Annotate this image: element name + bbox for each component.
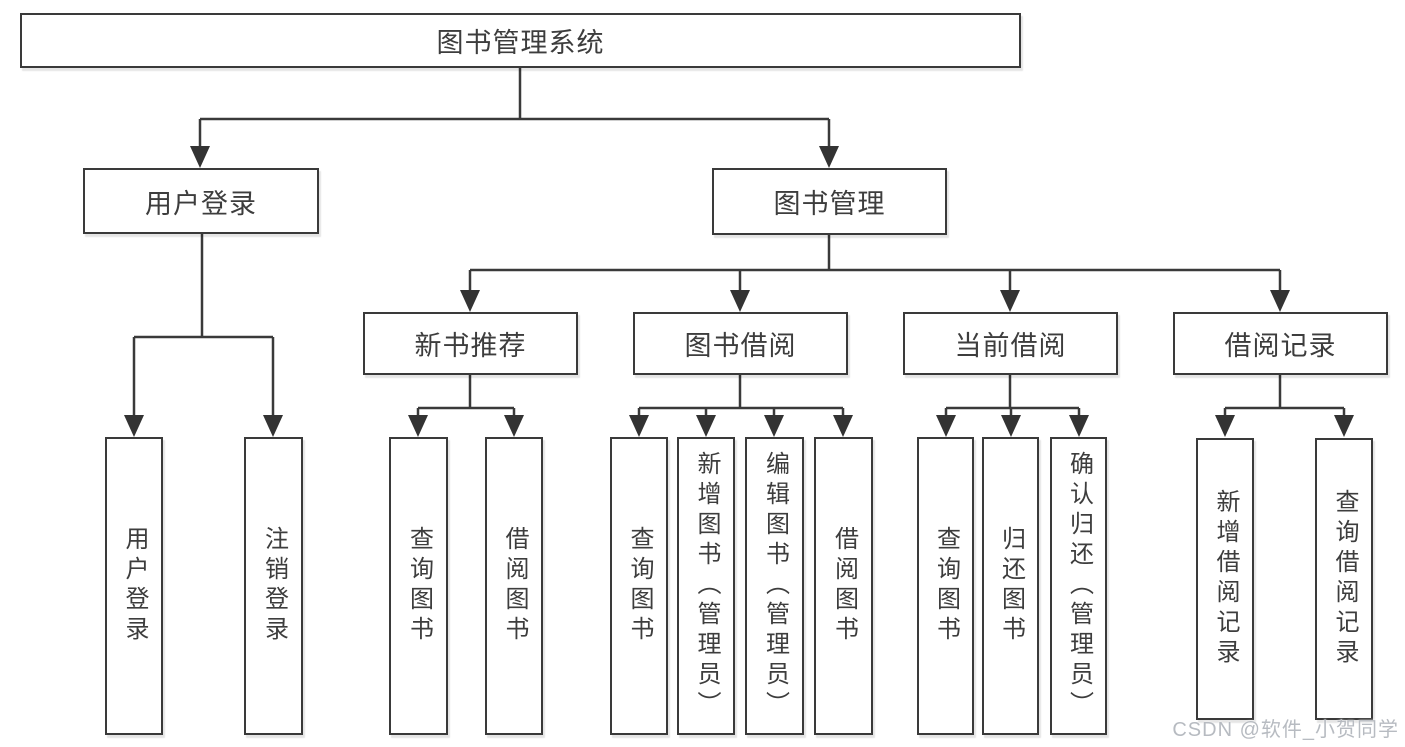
leaf-add-borrow-record: 新增借阅记录 <box>1196 438 1254 720</box>
csdn-watermark: CSDN @软件_小贺同学 <box>1172 719 1399 741</box>
node-book-borrowing: 图书借阅 <box>633 312 848 375</box>
leaf-query-books-recommend: 查询图书 <box>389 437 448 735</box>
leaf-edit-books-admin: 编辑图书（管理员） <box>745 437 804 735</box>
node-new-book-recommendation: 新书推荐 <box>363 312 578 375</box>
leaf-confirm-return-admin: 确认归还（管理员） <box>1050 437 1107 735</box>
leaf-return-books: 归还图书 <box>982 437 1039 735</box>
leaf-add-books-admin: 新增图书（管理员） <box>677 437 735 735</box>
leaf-query-borrow-record: 查询借阅记录 <box>1315 438 1373 720</box>
arrowheads <box>124 146 1354 437</box>
leaf-borrow-books: 借阅图书 <box>814 437 873 735</box>
leaf-logout: 注销登录 <box>244 437 303 735</box>
leaf-borrow-books-recommend: 借阅图书 <box>485 437 543 735</box>
node-user-login: 用户登录 <box>83 168 319 234</box>
node-book-management: 图书管理 <box>712 168 947 235</box>
leaf-query-books-current: 查询图书 <box>917 437 974 735</box>
node-library-management-system: 图书管理系统 <box>20 13 1021 68</box>
node-current-borrowing: 当前借阅 <box>903 312 1118 375</box>
leaf-query-books-borrow: 查询图书 <box>610 437 668 735</box>
leaf-user-login: 用户登录 <box>105 437 163 735</box>
node-borrowing-records: 借阅记录 <box>1173 312 1388 375</box>
